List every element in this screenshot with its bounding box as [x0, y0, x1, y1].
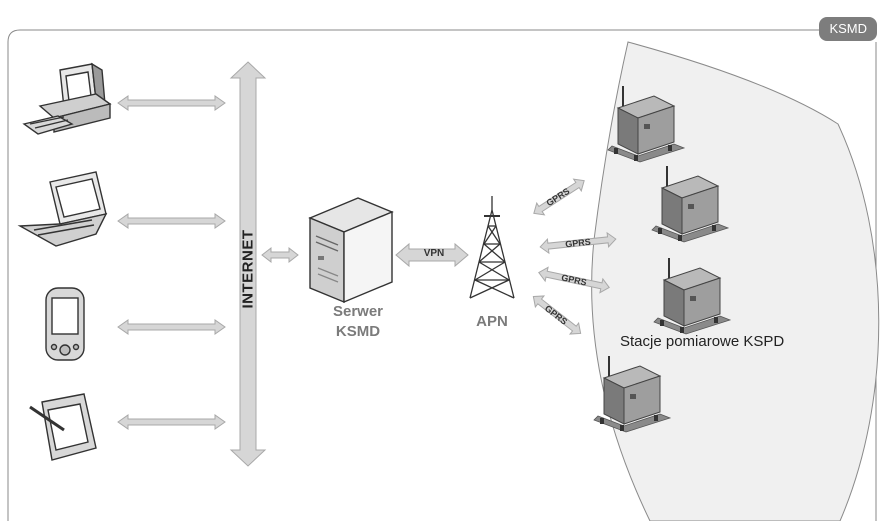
apn-label: APN [476, 313, 508, 330]
pda-icon [45, 287, 85, 361]
tablet-stylus-icon [29, 393, 97, 461]
internet-bus [229, 61, 267, 467]
desktop-computer-icon [22, 62, 112, 135]
vpn-link [395, 242, 469, 268]
stations-label: Stacje pomiarowe KSPD [620, 333, 785, 350]
server-label-line1: Serwer [332, 303, 384, 320]
diagram-frame [7, 29, 820, 521]
ksmd-badge: KSMD [819, 17, 877, 41]
server-label-line2: KSMD [335, 323, 381, 340]
server-label: Serwer KSMD [308, 302, 408, 342]
laptop-icon [17, 171, 108, 247]
stations-area [591, 41, 880, 522]
client-links [117, 95, 299, 430]
server-icon [308, 197, 394, 304]
vpn-label: VPN [423, 248, 445, 259]
gprs-links [532, 178, 617, 335]
antenna-tower-icon [469, 196, 515, 299]
internet-label: INTERNET [239, 229, 257, 309]
